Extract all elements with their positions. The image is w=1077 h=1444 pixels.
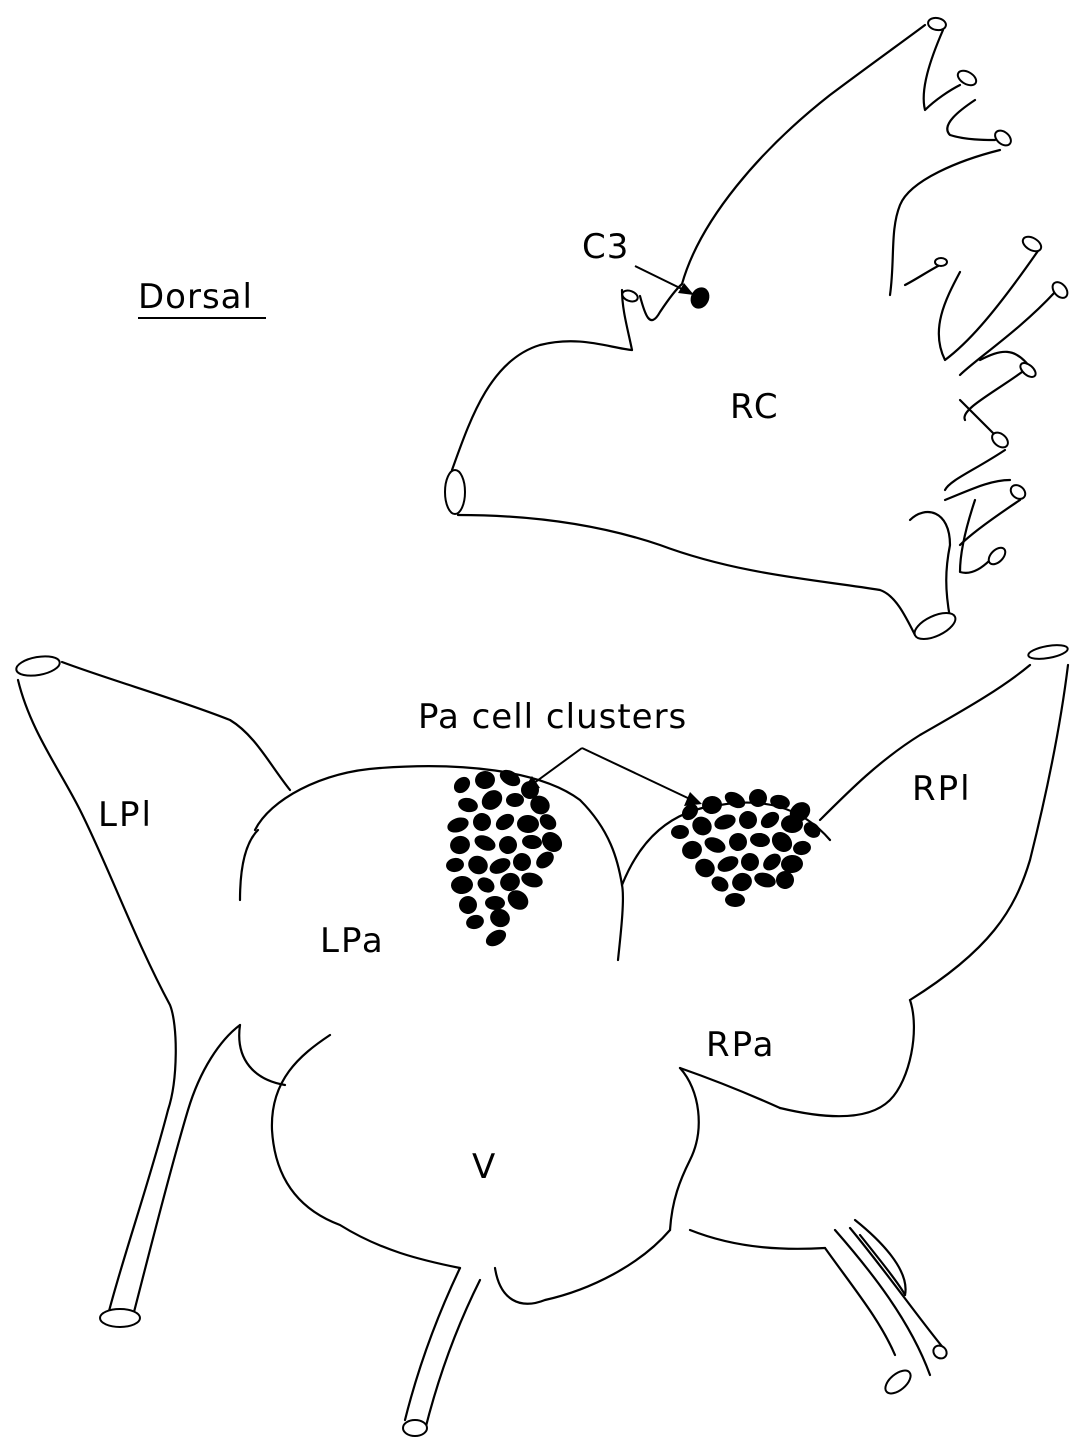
pedal-pleural-visceral-complex (15, 643, 1069, 1436)
pa-cell (702, 834, 728, 855)
pa-cell (496, 833, 521, 858)
pa-cell (475, 874, 498, 896)
rc-label: RC (730, 387, 780, 427)
pa-cell (726, 830, 751, 855)
left-pa-cell-cluster (445, 767, 566, 950)
pa-cell (450, 875, 473, 894)
pa-cell (487, 906, 512, 930)
pa-cell (474, 770, 496, 791)
pa-arrow-right (582, 748, 692, 800)
lpl-label: LPl (98, 795, 153, 835)
pa-cell (730, 870, 755, 894)
pa-cell (493, 811, 517, 834)
pa-arrow-left (530, 748, 582, 786)
pa-cell (506, 793, 525, 808)
pa-cell (445, 815, 470, 835)
pa-cell (760, 850, 784, 874)
pa-cell (746, 786, 770, 810)
pa-cell (445, 857, 465, 874)
pa-cell (792, 840, 812, 857)
pa-cell (457, 796, 480, 814)
pa-cell (455, 892, 480, 917)
pa-cell (749, 832, 771, 848)
pa-cell (712, 812, 737, 832)
c3-arrow (635, 266, 684, 290)
pa-cell (671, 825, 690, 840)
pa-cell (725, 893, 745, 907)
pa-cell (472, 832, 498, 853)
pa-cell (780, 854, 803, 873)
pa-cell (498, 870, 523, 894)
pa-cell (448, 834, 472, 856)
pa-cell (739, 851, 760, 872)
pa-cell (737, 809, 760, 832)
pa-cell (692, 855, 718, 880)
pa-cell (483, 926, 509, 949)
v-label: V (472, 1147, 497, 1187)
pa-cell (521, 834, 543, 850)
pa-cell (497, 767, 523, 790)
pa-cell (485, 896, 505, 910)
pa-cell (715, 853, 741, 875)
pa-cell (701, 795, 723, 816)
rpa-label: RPa (706, 1025, 775, 1065)
c3-cell (687, 284, 713, 312)
pa-cell (478, 786, 506, 814)
rpl-label: RPl (912, 769, 972, 809)
right-cerebral-ganglion (445, 17, 1070, 645)
orientation-label: Dorsal (138, 277, 253, 317)
pa-cell (464, 913, 485, 931)
pa-cell (471, 811, 494, 834)
pa-cell (722, 789, 748, 812)
pa-cell (752, 870, 777, 890)
pa-cell-clusters-label: Pa cell clusters (418, 697, 687, 737)
lpa-label: LPa (320, 921, 385, 961)
pa-cell (758, 809, 782, 832)
pa-cell (769, 793, 792, 811)
c3-label: C3 (582, 227, 629, 267)
pa-cell (451, 774, 474, 797)
pa-cell (519, 870, 544, 890)
pa-cell (538, 828, 566, 856)
pa-cell (465, 852, 491, 877)
pa-cell (709, 873, 732, 895)
pa-cell (511, 851, 532, 872)
pa-cell (680, 839, 704, 861)
pa-cell (517, 815, 540, 834)
